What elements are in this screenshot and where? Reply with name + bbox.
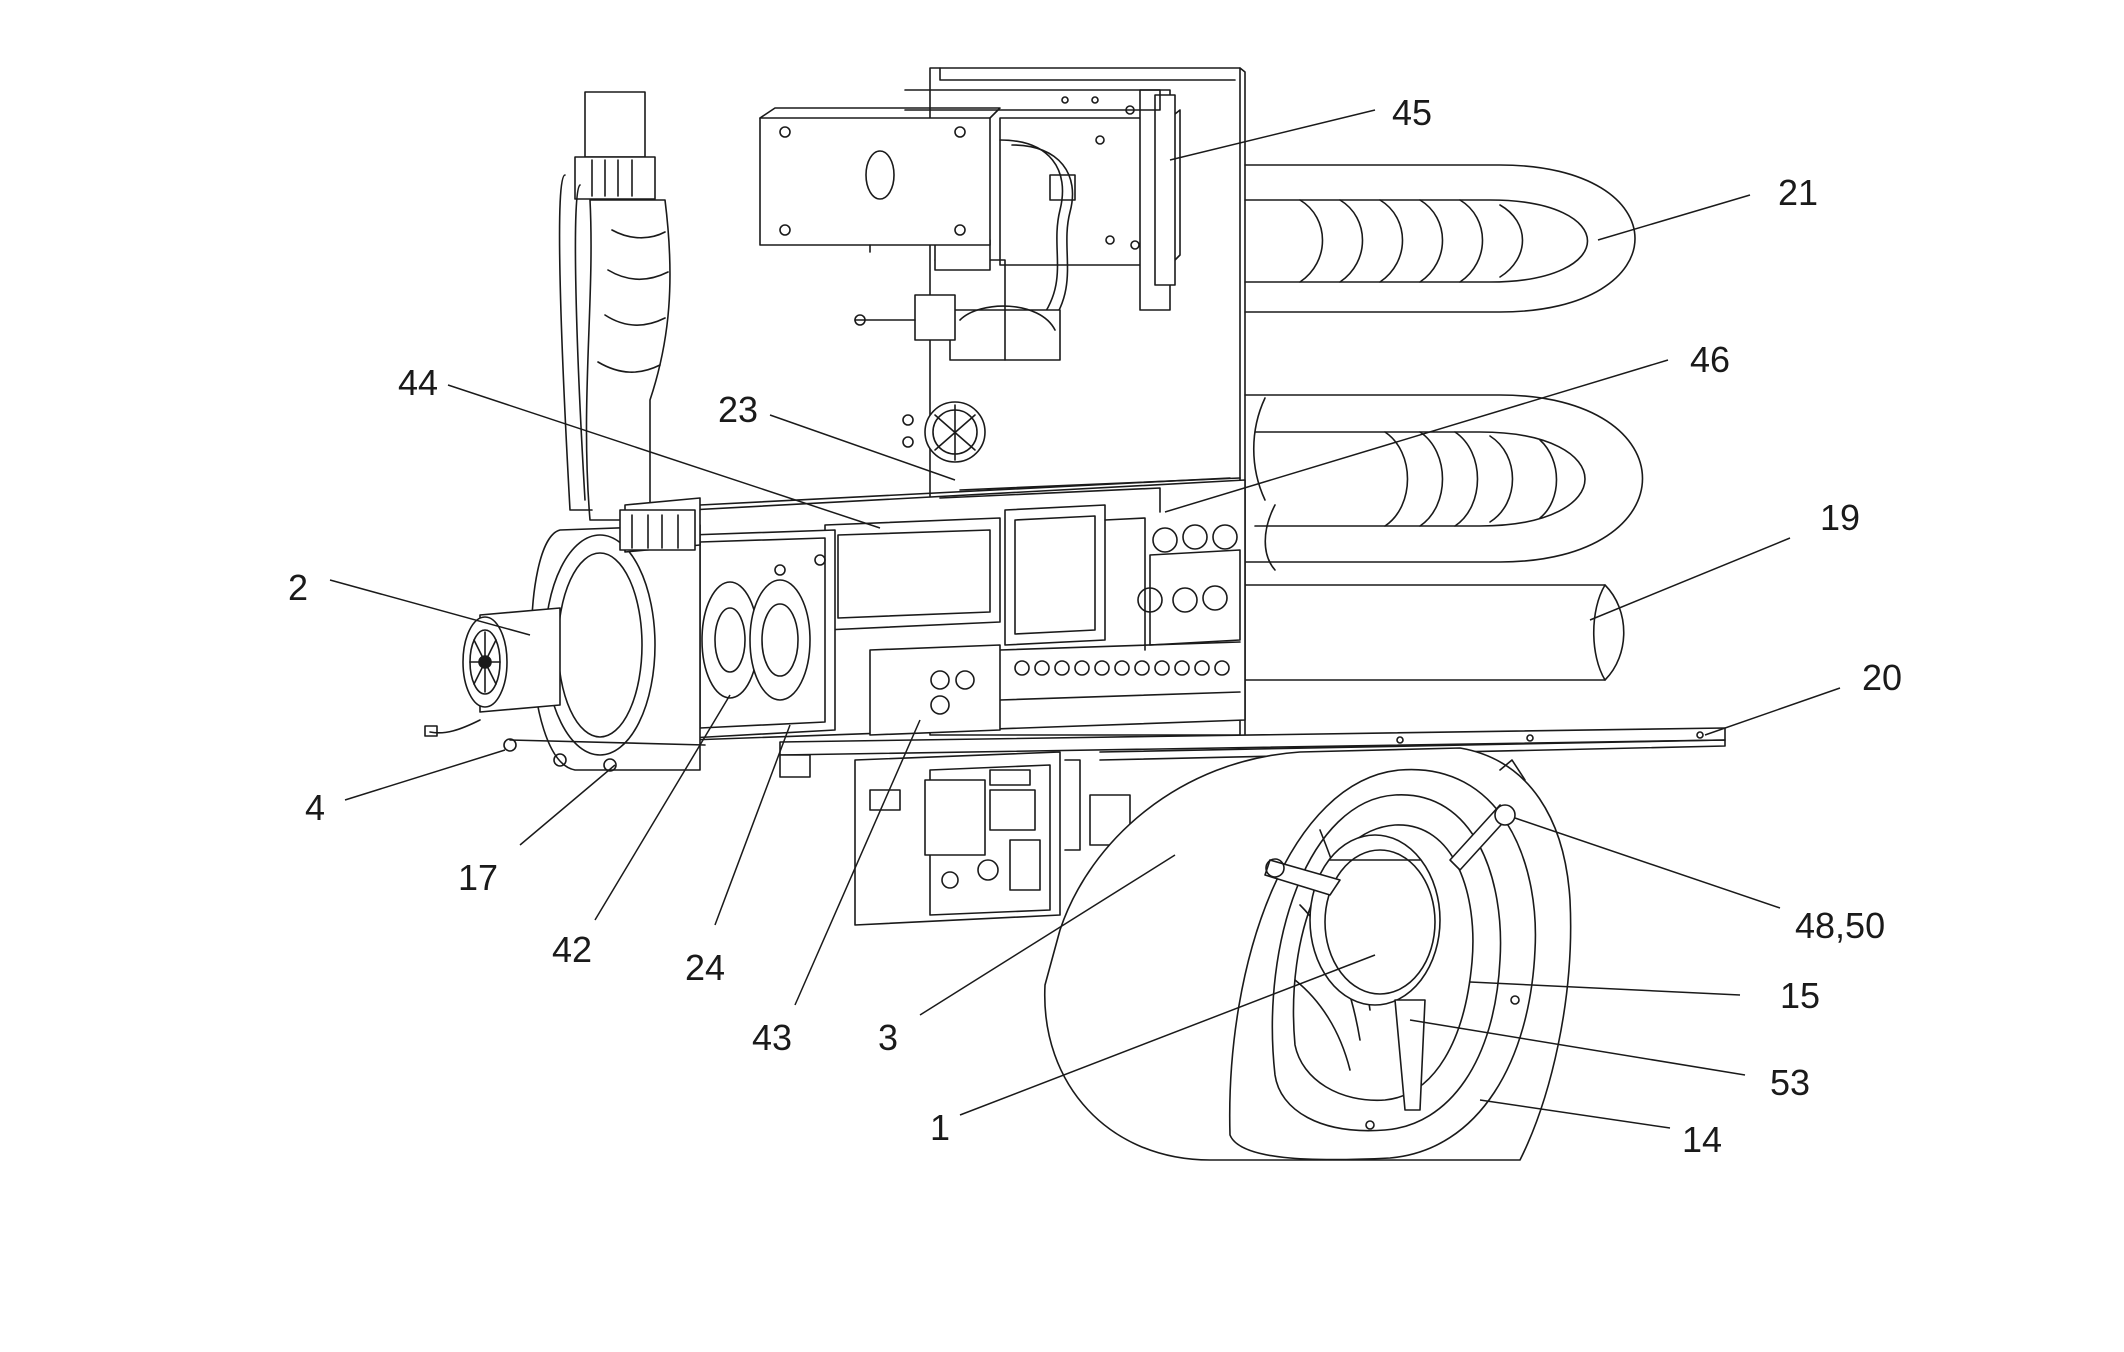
callout-label-17: 17	[458, 857, 498, 898]
callout-24: 24	[685, 724, 791, 988]
callout-label-3: 3	[878, 1017, 898, 1058]
callout-48-50: 48,50	[1514, 817, 1885, 946]
callout-label-24: 24	[685, 947, 725, 988]
callout-label-42: 42	[552, 929, 592, 970]
callout-label-45: 45	[1392, 92, 1432, 133]
inducer-blower	[424, 497, 811, 772]
callout-label-53: 53	[1770, 1062, 1810, 1103]
callout-53: 53	[1409, 1019, 1810, 1103]
callout-2: 2	[288, 567, 531, 636]
callout-label-46: 46	[1690, 339, 1730, 380]
callout-20: 20	[1704, 657, 1902, 736]
gas-valve-assembly	[854, 89, 1181, 361]
callout-19: 19	[1589, 497, 1860, 621]
callout-42: 42	[552, 694, 731, 970]
vent-pipe	[558, 91, 671, 521]
callout-43: 43	[752, 719, 921, 1058]
callout-label-14: 14	[1682, 1119, 1722, 1160]
callout-4: 4	[305, 749, 506, 828]
callout-3: 3	[878, 854, 1176, 1058]
callout-17: 17	[458, 764, 616, 898]
callout-45: 45	[1169, 92, 1432, 161]
callout-label-4: 4	[305, 787, 325, 828]
heat-exchanger-tubes	[1244, 164, 1644, 681]
callout-label-44: 44	[398, 362, 438, 403]
callout-label-21: 21	[1778, 172, 1818, 213]
callout-label-23: 23	[718, 389, 758, 430]
callout-label-15: 15	[1780, 975, 1820, 1016]
callout-label-43: 43	[752, 1017, 792, 1058]
callout-23: 23	[718, 389, 956, 481]
pressure-switch	[902, 401, 986, 463]
callout-label-20: 20	[1862, 657, 1902, 698]
callout-46: 46	[1164, 339, 1730, 513]
callout-1: 1	[930, 954, 1376, 1148]
blower-housing	[1044, 747, 1572, 1161]
callout-label-1: 1	[930, 1107, 950, 1148]
callout-label-48-50: 48,50	[1795, 905, 1885, 946]
electrical-box	[759, 107, 1001, 253]
callouts: 45 21 46 44 23 19 2 20	[288, 92, 1902, 1160]
callout-label-2: 2	[288, 567, 308, 608]
callout-label-19: 19	[1820, 497, 1860, 538]
callout-14: 14	[1479, 1099, 1722, 1160]
callout-21: 21	[1597, 172, 1818, 241]
callout-15: 15	[1469, 975, 1820, 1016]
callout-44: 44	[398, 362, 881, 529]
